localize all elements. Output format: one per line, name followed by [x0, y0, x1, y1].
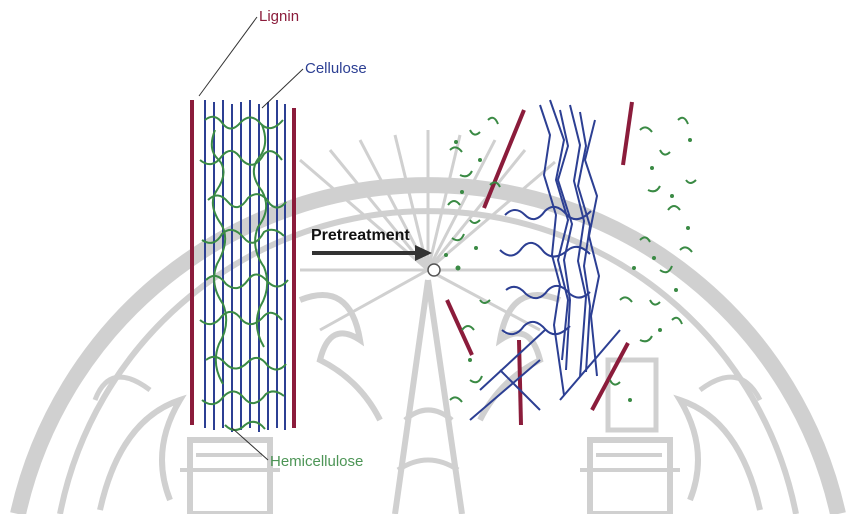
lignin-fragments-right: [447, 102, 632, 425]
intact-lignocellulose: [192, 100, 294, 432]
cellulose-label: Cellulose: [305, 60, 367, 77]
pretreatment-label: Pretreatment: [311, 227, 410, 245]
university-seal-watermark: [18, 130, 838, 514]
reaction-center: [428, 264, 440, 276]
lignin-walls-left: [192, 100, 294, 428]
hemicellulose-label: Hemicellulose: [270, 453, 363, 470]
lignin-label: Lignin: [259, 8, 299, 25]
